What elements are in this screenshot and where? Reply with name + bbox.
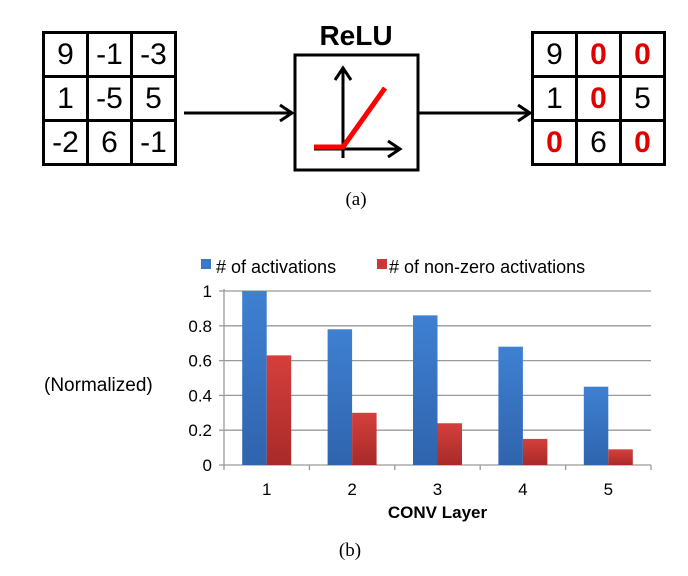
caption-a: (a) — [345, 189, 367, 210]
input-cell: -3 — [130, 31, 177, 78]
y-tick-label: 0 — [203, 456, 212, 475]
bar-nonzero-activations — [266, 355, 292, 465]
bar-nonzero-activations — [352, 412, 377, 465]
output-cell: 5 — [619, 75, 666, 122]
bar-activations — [413, 315, 438, 465]
relu-box — [293, 53, 420, 172]
bar-nonzero-activations — [522, 438, 548, 465]
y-axis-label: (Normalized) — [44, 375, 153, 396]
x-tick-label: 5 — [604, 480, 613, 499]
x-tick-label: 1 — [262, 480, 271, 499]
y-tick-label: 0.4 — [188, 386, 212, 405]
output-cell: 1 — [531, 75, 578, 122]
x-tick-label: 4 — [518, 480, 527, 499]
input-cell: -1 — [86, 31, 133, 78]
legend-label: # of non-zero activations — [389, 257, 585, 277]
legend-marker — [377, 259, 387, 269]
y-tick-label: 0.2 — [188, 421, 212, 440]
y-tick-label: 1 — [203, 282, 212, 301]
bar-activations — [327, 329, 353, 465]
output-cell: 0 — [575, 75, 622, 122]
x-tick-label: 3 — [433, 480, 442, 499]
y-tick-label: 0.8 — [188, 317, 212, 336]
arrow-relu-to-output — [418, 103, 533, 123]
caption-b: (b) — [339, 540, 361, 561]
bar-activations — [583, 386, 609, 465]
x-tick-label: 2 — [347, 480, 356, 499]
bar-activations — [498, 346, 523, 465]
x-axis-label: CONV Layer — [388, 503, 488, 522]
input-cell: 1 — [42, 75, 89, 122]
output-cell: 0 — [619, 31, 666, 78]
bar-nonzero-activations — [608, 449, 633, 465]
output-cell: 0 — [619, 119, 666, 166]
output-cell: 0 — [575, 31, 622, 78]
bar-activations — [242, 291, 267, 465]
output-cell: 0 — [531, 119, 578, 166]
relu-curve — [314, 86, 388, 150]
y-tick-label: 0.6 — [188, 352, 212, 371]
input-cell: 9 — [42, 31, 89, 78]
arrow-input-to-relu — [184, 103, 295, 123]
bar-nonzero-activations — [437, 423, 462, 465]
relu-title: ReLU — [319, 20, 393, 51]
input-cell: 6 — [86, 119, 133, 166]
input-cell: -1 — [130, 119, 177, 166]
input-cell: -2 — [42, 119, 89, 166]
output-cell: 6 — [575, 119, 622, 166]
input-cell: 5 — [130, 75, 177, 122]
legend-marker — [201, 259, 211, 269]
legend-label: # of activations — [216, 257, 336, 277]
output-cell: 9 — [531, 31, 578, 78]
input-cell: -5 — [86, 75, 133, 122]
